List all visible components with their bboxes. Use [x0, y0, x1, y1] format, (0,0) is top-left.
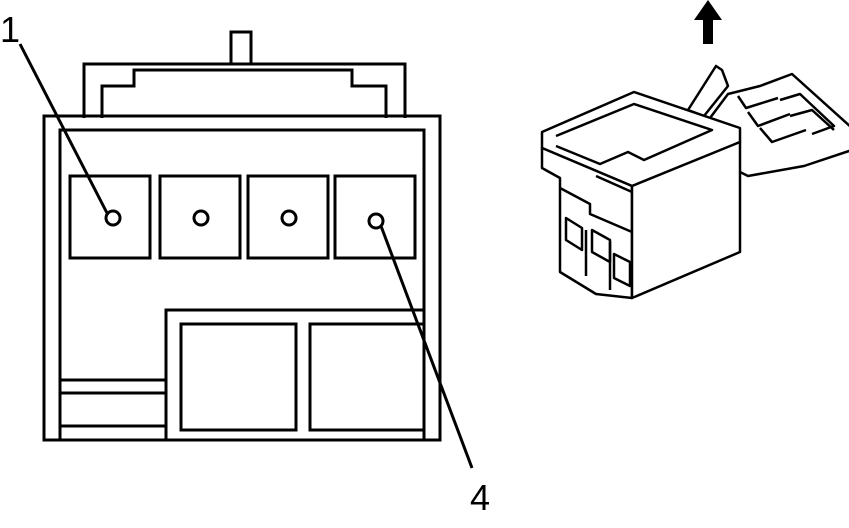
pin-cavity-3	[246, 174, 330, 260]
housing-front-right-face	[630, 140, 742, 300]
housing-top-groove	[555, 102, 714, 166]
front-step	[559, 186, 633, 234]
pin-cavity-1	[68, 174, 152, 260]
housing-outer	[42, 114, 442, 442]
leader-line-4	[379, 225, 474, 469]
latch-rib-5	[789, 108, 835, 131]
pin-1	[104, 209, 122, 227]
top-housing-lip	[82, 62, 407, 118]
latch-rib-3	[759, 127, 807, 144]
lower-cavity-right	[308, 322, 426, 432]
front-step-2	[595, 174, 633, 194]
up-arrow-icon	[694, 0, 722, 44]
lower-step-outline	[164, 308, 424, 440]
pin-2	[192, 209, 210, 227]
callout-label-1: 1	[0, 9, 20, 50]
connector-isometric-view	[540, 64, 849, 300]
terminal-opening-3	[612, 252, 632, 288]
pin-cavity-2	[158, 174, 242, 260]
top-latch-tab	[229, 30, 253, 66]
callout-leaders	[18, 43, 474, 469]
latch-rib-2	[746, 111, 791, 128]
pin-4	[367, 212, 385, 230]
callout-label-4: 4	[470, 477, 490, 518]
connector-face-view	[42, 30, 442, 442]
terminal-divider	[584, 230, 612, 290]
leader-line-1	[18, 43, 109, 214]
top-housing-lip-inner	[100, 68, 388, 118]
latch-rib-1	[736, 95, 779, 110]
pin-3	[280, 209, 298, 227]
housing-inner-wall	[58, 128, 426, 440]
lower-cavity-left	[179, 322, 298, 432]
latch-rib-4	[779, 92, 836, 136]
pin-cavity-4	[333, 174, 417, 260]
terminal-opening-1	[564, 216, 584, 252]
